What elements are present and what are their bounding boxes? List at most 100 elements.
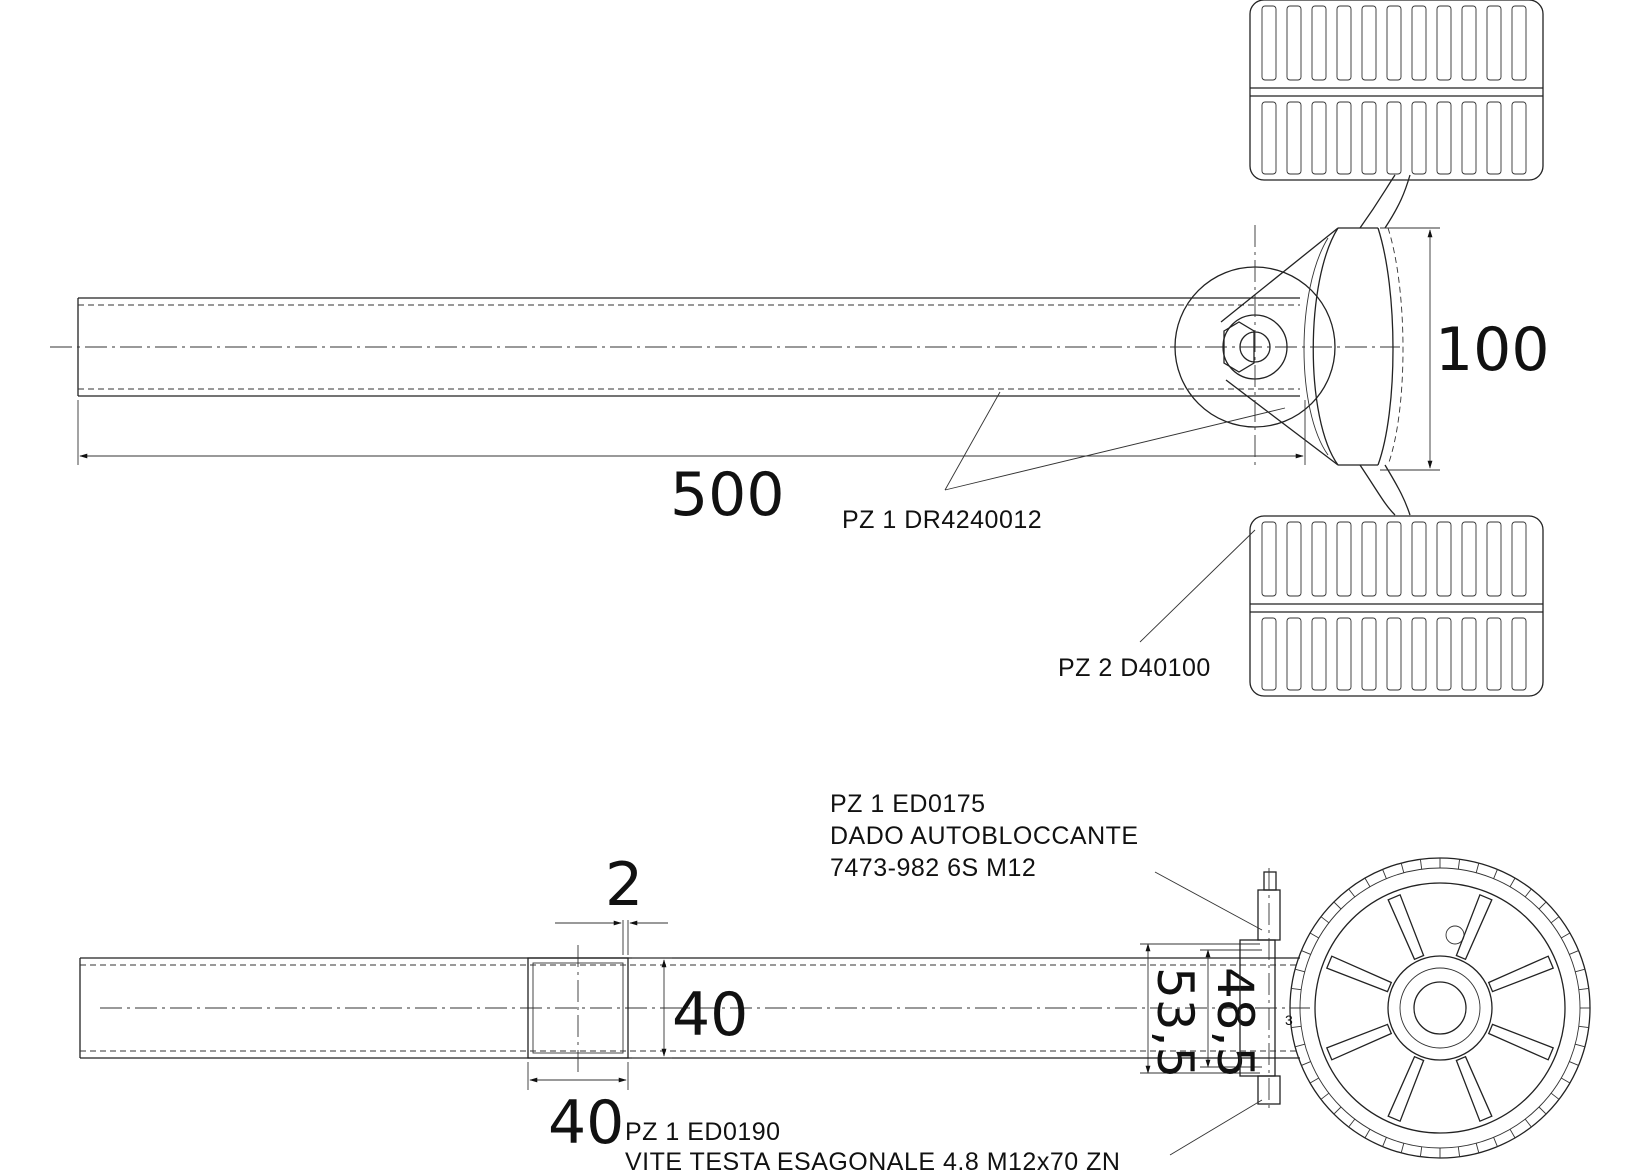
roller-top-upper xyxy=(1249,0,1544,181)
roller-rib xyxy=(1436,5,1452,81)
wheel-tread-mark xyxy=(1309,1077,1320,1084)
wheel-tread-mark xyxy=(1524,1118,1532,1128)
roller-rib xyxy=(1486,5,1502,81)
wheel-tread-mark xyxy=(1364,877,1371,888)
dimension-40-vertical: 40 xyxy=(632,957,748,1059)
roller-rib xyxy=(1511,617,1527,691)
roller-rib xyxy=(1311,617,1327,691)
wheel-tread-mark xyxy=(1569,1061,1579,1066)
roller-rib xyxy=(1386,521,1402,597)
roller-rib xyxy=(1311,101,1327,175)
wheel-spoke xyxy=(1487,955,1555,993)
tube-top xyxy=(50,297,1400,397)
wheel-tread-mark xyxy=(1457,859,1461,870)
label-tube-text: PZ 1 DR4240012 xyxy=(842,506,1042,534)
dimension-500: 500 xyxy=(77,400,1306,530)
wheel-spoke xyxy=(1455,893,1493,961)
wheel-tread-mark xyxy=(1560,1077,1571,1084)
roller-rib xyxy=(1461,101,1477,175)
wheel-spoke xyxy=(1487,1023,1555,1061)
dim-53-5-text: 53,5 xyxy=(1146,967,1204,1078)
wheel-tread-mark xyxy=(1333,901,1342,910)
roller-rib xyxy=(1411,101,1427,175)
label-roller-text: PZ 2 D40100 xyxy=(1058,654,1211,682)
roller-rib xyxy=(1461,617,1477,691)
roller-rib xyxy=(1411,617,1427,691)
wheel-tread-mark xyxy=(1578,987,1589,991)
roller-rib xyxy=(1361,5,1377,81)
roller-rib xyxy=(1286,617,1302,691)
roller-rib xyxy=(1336,521,1352,597)
wheel-tread-mark xyxy=(1550,1092,1560,1100)
side-view: 2 40 40 53,5 48,5 xyxy=(79,790,1591,1170)
dimension-2: 2 xyxy=(555,850,668,955)
wheel-tread-mark xyxy=(1524,888,1532,898)
roller-rib xyxy=(1511,5,1527,81)
wheel-tread-mark xyxy=(1475,862,1480,873)
wheel-tread-mark xyxy=(1575,1043,1586,1048)
roller-rib xyxy=(1436,101,1452,175)
roller-rib xyxy=(1336,5,1352,81)
wheel-tread-mark xyxy=(1294,968,1305,973)
roller-rib xyxy=(1361,101,1377,175)
dimension-100: 100 xyxy=(1380,227,1550,471)
wheel-tread-mark xyxy=(1475,1143,1480,1154)
label-tube: PZ 1 DR4240012 xyxy=(842,391,1286,534)
roller-rib xyxy=(1386,617,1402,691)
wheel-tread-mark xyxy=(1538,901,1547,910)
roller-rib xyxy=(1411,521,1427,597)
roller-rib xyxy=(1311,5,1327,81)
roller-rib xyxy=(1461,5,1477,81)
roller-rib xyxy=(1286,101,1302,175)
wheel-tread-mark xyxy=(1301,1061,1311,1066)
wheel-tread-mark xyxy=(1419,1146,1423,1157)
label-screw-line2: VITE TESTA ESAGONALE 4.8 M12x70 ZN xyxy=(625,1148,1120,1170)
top-view: 500 100 PZ 1 DR4240012 PZ 2 D40100 xyxy=(50,0,1550,697)
roller-rib xyxy=(1511,521,1527,597)
roller-rib xyxy=(1261,5,1277,81)
dim-section-h-text: 40 xyxy=(672,980,748,1050)
label-screw: PZ 1 ED0190 VITE TESTA ESAGONALE 4.8 M12… xyxy=(625,1099,1263,1170)
dimension-48-5: 48,5 xyxy=(1200,949,1264,1078)
roller-rib xyxy=(1436,617,1452,691)
wheel-tread-mark xyxy=(1560,932,1571,939)
wheel-tread-mark xyxy=(1493,1137,1498,1147)
roller-rib xyxy=(1411,5,1427,81)
roller-rib xyxy=(1311,521,1327,597)
label-nut-line1: PZ 1 ED0175 xyxy=(830,790,986,818)
roller-rib xyxy=(1461,521,1477,597)
wheel-tread-mark xyxy=(1333,1106,1342,1115)
wheel-side xyxy=(1289,857,1591,1159)
wheel-tread-mark xyxy=(1538,1106,1547,1115)
roller-rib xyxy=(1486,101,1502,175)
dim-48-5-text: 48,5 xyxy=(1206,967,1264,1078)
wheel-spoke xyxy=(1455,1055,1493,1123)
roller-rib xyxy=(1436,521,1452,597)
wheel-tread-mark xyxy=(1348,1118,1356,1128)
dim-section-w-text: 40 xyxy=(548,1088,624,1158)
label-nut: PZ 1 ED0175 DADO AUTOBLOCCANTE 7473-982 … xyxy=(830,790,1263,931)
wheel-tread-mark xyxy=(1294,1043,1305,1048)
roller-rib xyxy=(1386,101,1402,175)
tube-section xyxy=(527,945,629,1072)
wheel-spoke xyxy=(1387,893,1425,961)
dim-length-text: 500 xyxy=(670,460,785,530)
wheel-tread-mark xyxy=(1457,1146,1461,1157)
wheel-tread-mark xyxy=(1320,1092,1330,1100)
tube-side xyxy=(79,957,1310,1059)
wheel-tread-mark xyxy=(1419,859,1423,870)
label-nut-line2: DADO AUTOBLOCCANTE xyxy=(830,822,1139,850)
roller-rib xyxy=(1511,101,1527,175)
roller-rib xyxy=(1286,521,1302,597)
dim-height-text: 100 xyxy=(1435,315,1550,385)
bracket-top xyxy=(1174,174,1411,516)
roller-rib xyxy=(1336,101,1352,175)
wheel-tread-mark xyxy=(1509,1128,1516,1139)
wheel-tread-mark xyxy=(1382,869,1387,879)
bolt-assembly xyxy=(1239,868,1281,1110)
roller-rib xyxy=(1261,521,1277,597)
dimension-40-horizontal: 40 xyxy=(527,1062,629,1158)
roller-rib xyxy=(1286,5,1302,81)
wheel-tread-mark xyxy=(1400,862,1405,873)
